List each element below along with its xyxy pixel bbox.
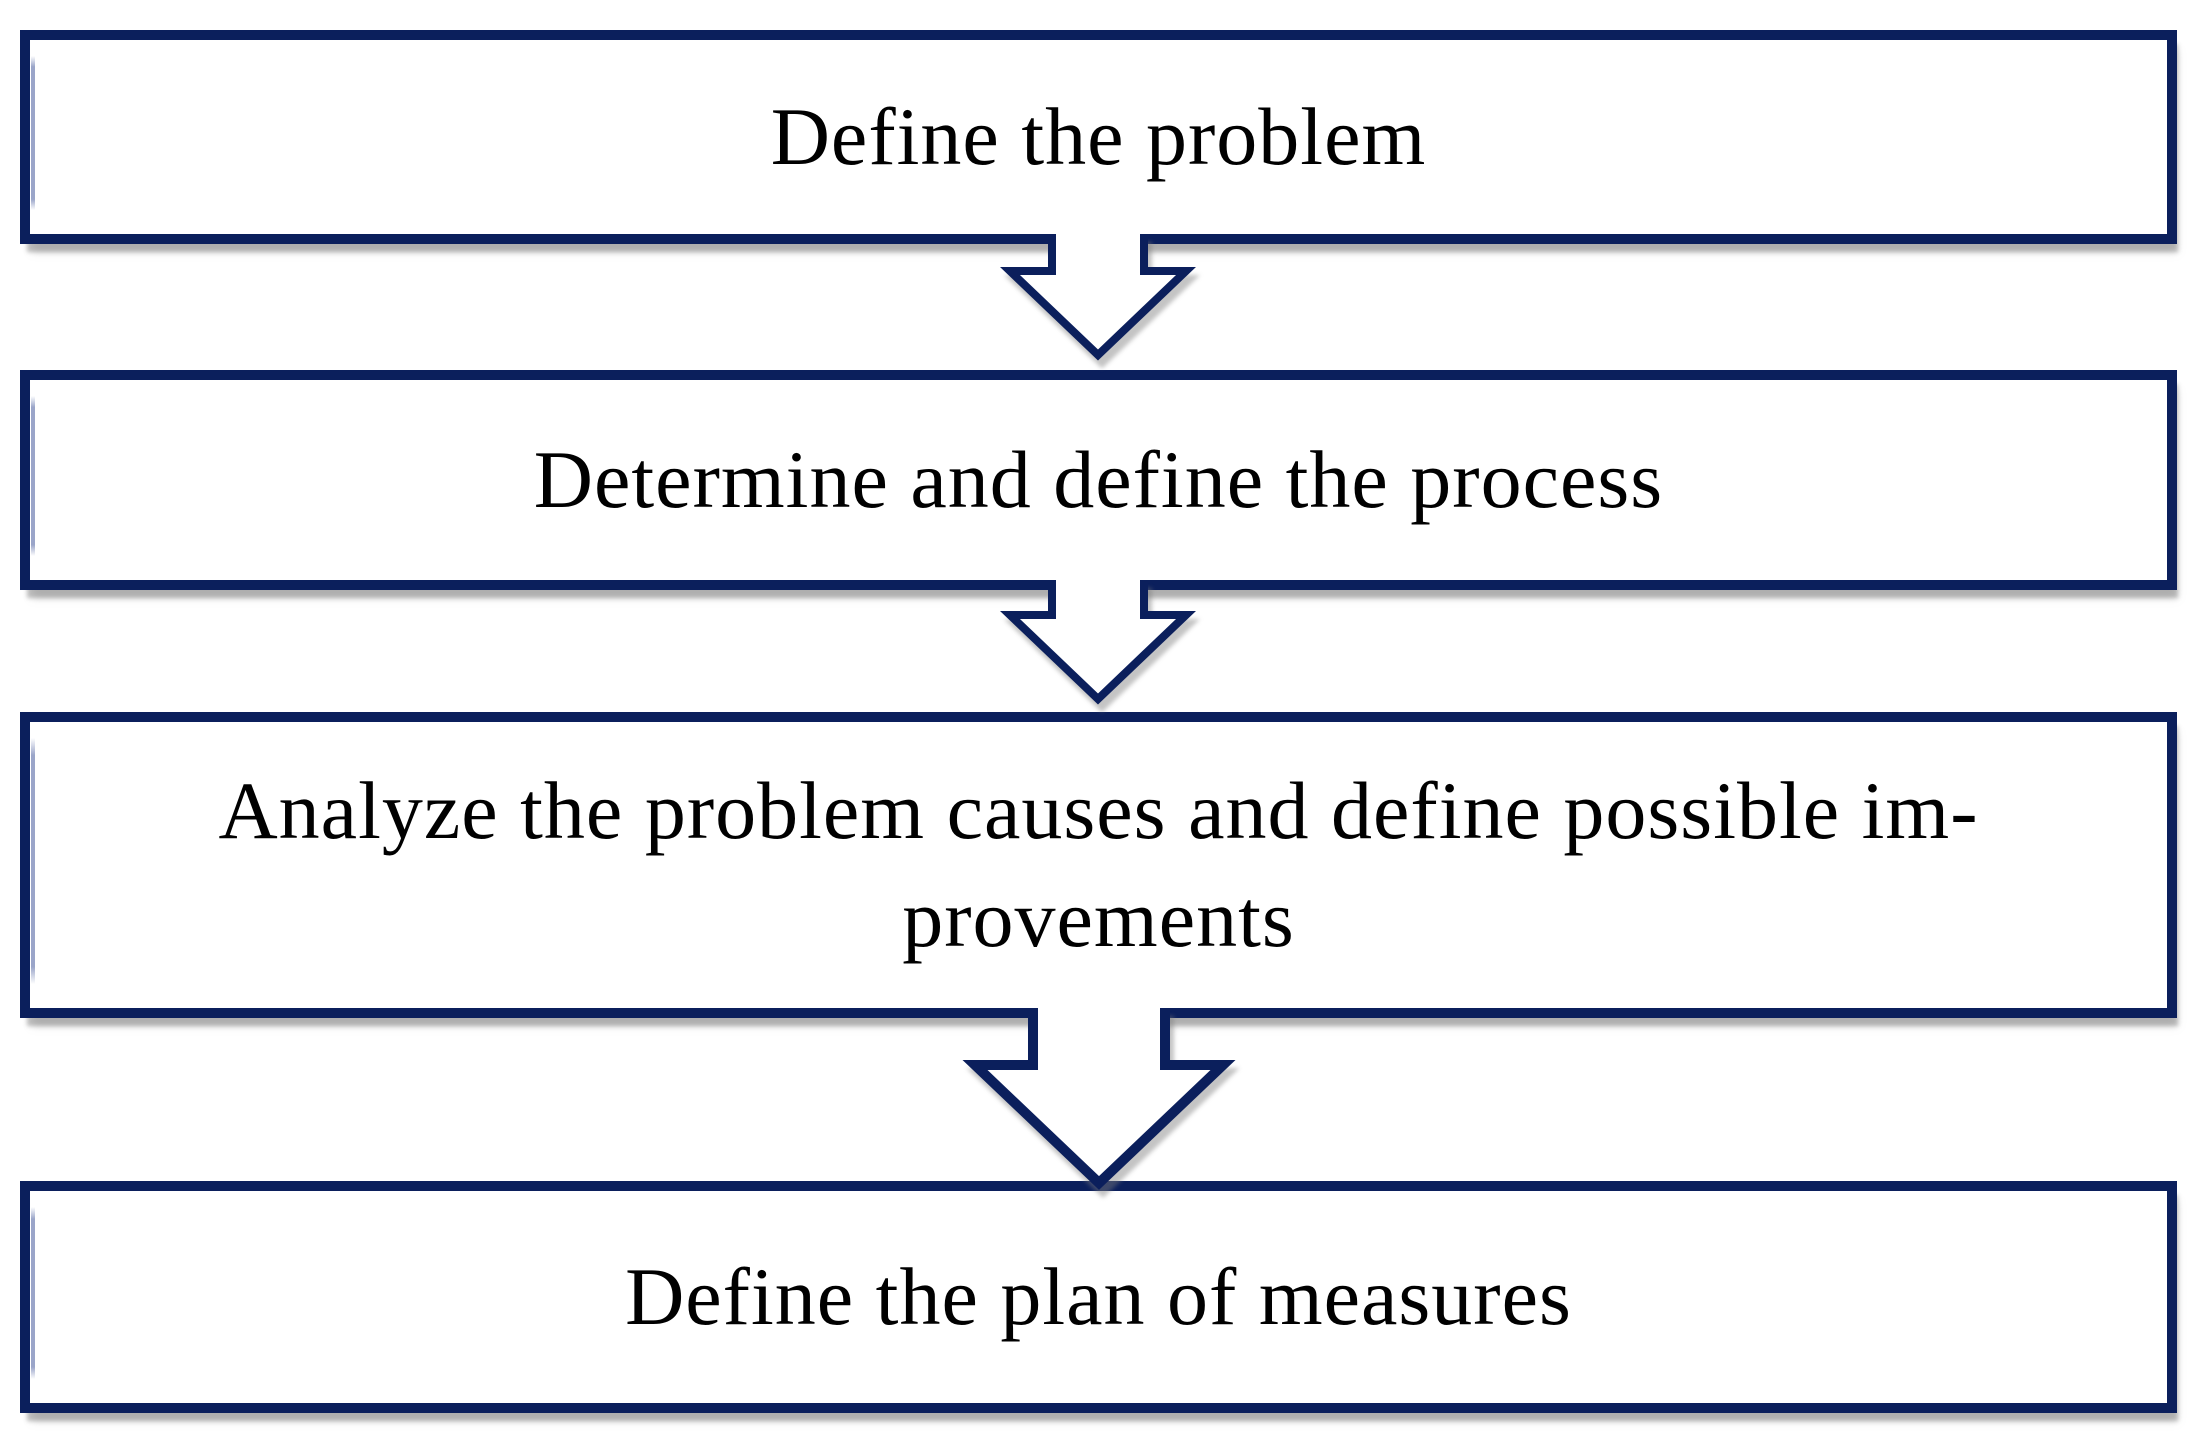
- step-box-determine-process: Determine and define the process: [20, 370, 2177, 590]
- step-text-line: provements: [902, 873, 1295, 964]
- step-text-line: Determine and define the process: [533, 433, 1664, 525]
- step-text-line: Define the plan of measures: [625, 1250, 1572, 1342]
- step-box-analyze-causes: Analyze the problem causes and define po…: [20, 712, 2177, 1018]
- down-arrow-icon: [962, 1008, 1236, 1190]
- step-box-plan-measures: Define the plan of measures: [20, 1181, 2177, 1413]
- step-label: Define the problem: [30, 83, 2167, 191]
- down-arrow-icon: [1000, 234, 1196, 361]
- step-label: Analyze the problem causes and define po…: [30, 757, 2167, 973]
- step-label: Define the plan of measures: [30, 1243, 2167, 1351]
- step-box-define-problem: Define the problem: [20, 30, 2177, 244]
- step-label: Determine and define the process: [30, 426, 2167, 534]
- step-text-line: Define the problem: [770, 90, 1427, 182]
- down-arrow-icon: [1000, 580, 1196, 705]
- step-text-line: Analyze the problem causes and define po…: [218, 764, 1979, 856]
